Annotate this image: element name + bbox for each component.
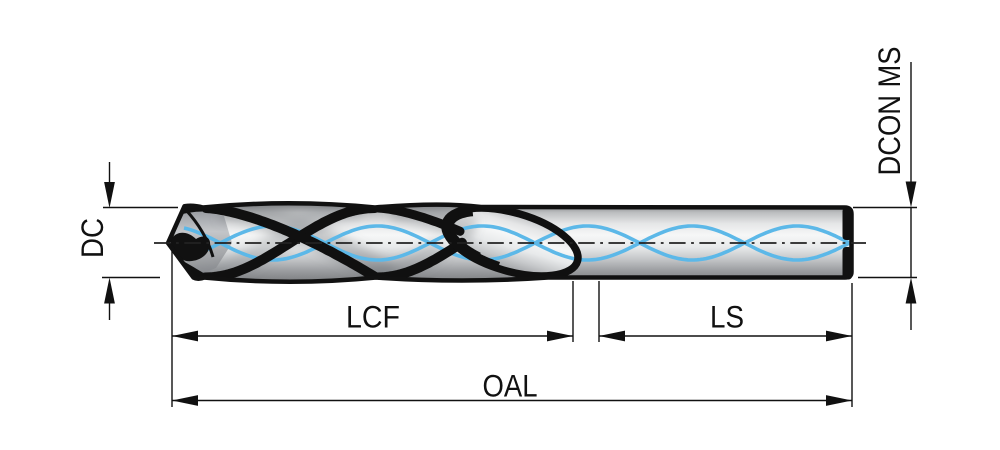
svg-text:OAL: OAL (483, 368, 538, 404)
svg-text:LCF: LCF (346, 299, 400, 335)
svg-text:DCON MS: DCON MS (871, 47, 907, 176)
svg-text:DC: DC (74, 218, 110, 258)
svg-text:LS: LS (710, 299, 744, 335)
